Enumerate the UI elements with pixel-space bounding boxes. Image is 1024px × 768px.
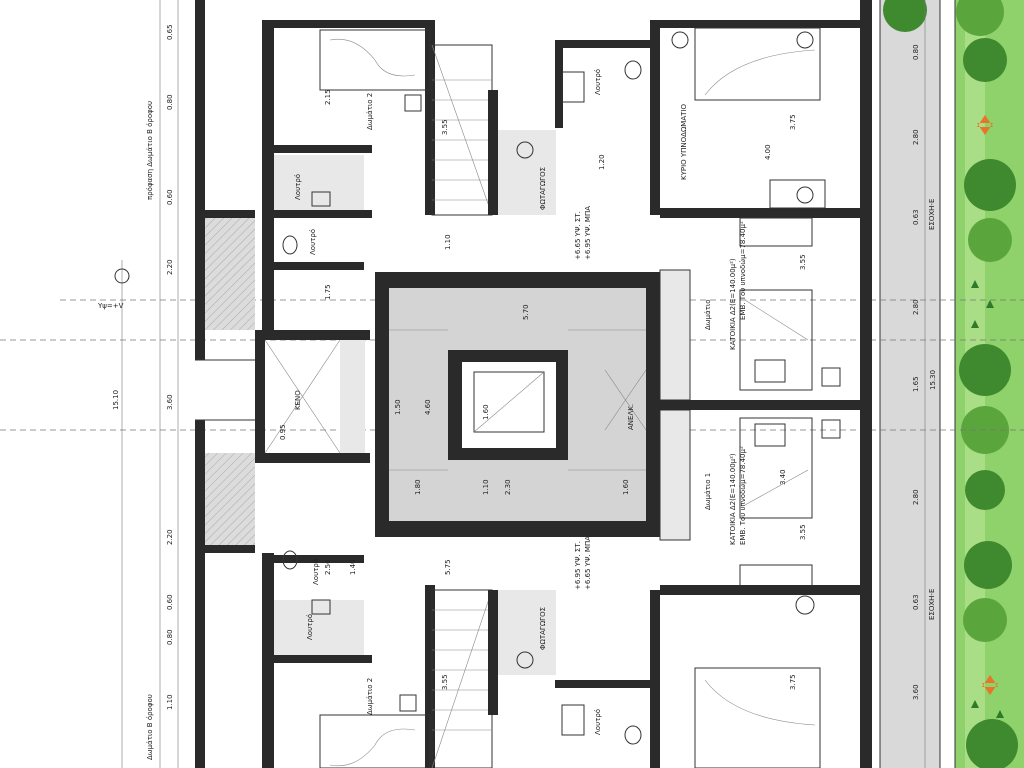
dim-label: 2.80 <box>912 489 920 505</box>
room-label-bath-bottom: Λουτρό <box>306 614 314 640</box>
side-label-top: πρόφαση Δωμάτιο Β όροφου <box>146 101 154 200</box>
room-label-bedroom2-bottom: Δωμάτιο 2 <box>366 678 374 715</box>
room-label-bath-top-right: Λουτρό <box>594 69 602 95</box>
dim-label: 3.60 <box>912 684 920 700</box>
dim-label: 1.60 <box>622 479 630 495</box>
dim-label: 4.60 <box>424 399 432 415</box>
dim-label: 3.75 <box>789 114 797 130</box>
room-label-bedroom2-top: Δωμάτιο 2 <box>366 93 374 130</box>
dim-label: 0.63 <box>912 594 920 610</box>
apt-sub-top: ΕΜΒ. Του υπνοδώμ=78.40μ² <box>739 221 747 320</box>
side-label-bottom: Δωμάτιο Β όροφου <box>146 694 154 760</box>
dim-label: 2.20 <box>166 259 174 275</box>
level-tag-top: +6.65 ΥΨ. ΣΤ. <box>574 211 582 260</box>
right-dimensions: 0.80 2.80 0.63 2.80 1.65 2.80 0.63 3.60 … <box>912 0 937 768</box>
dim-label: 2.80 <box>912 129 920 145</box>
dim-label: 1.60 <box>482 404 490 420</box>
dim-total-left: 15.10 <box>112 390 120 410</box>
room-label-wc-bottom: Λουτρό <box>312 559 320 585</box>
apt-label-top: ΚΑΤΟΙΚΙΑ Δ2(Ε=140.00μ²) <box>729 258 737 350</box>
apt-label-bottom: ΚΑΤΟΙΚΙΑ Δ2(Ε=140.00μ²) <box>729 453 737 545</box>
dim-label: 3.55 <box>441 674 449 690</box>
dim-label: 3.75 <box>789 674 797 690</box>
dim-label: 0.60 <box>166 189 174 205</box>
dim-label: 3.55 <box>799 524 807 540</box>
dim-label: 2.20 <box>166 529 174 545</box>
dim-label: 1.50 <box>394 399 402 415</box>
room-label-living-top: Δωμάτιο <box>704 299 712 330</box>
dim-label: 3.55 <box>799 254 807 270</box>
dim-label: 5.70 <box>522 304 530 320</box>
dim-label: 2.15 <box>324 89 332 105</box>
light-well-bottom: ΦΩΤΑΓΩΓΟΣ <box>539 607 547 650</box>
top-apartment: Δωμάτιο 2 2.15 Λουτρό Λουτρό 3.55 ΦΩΤΑΓΩ… <box>262 20 860 330</box>
level-tag-top-2: +6.95 ΥΨ. ΜΠΑ <box>584 206 592 260</box>
dim-label: 0.65 <box>166 24 174 40</box>
dim-label: 1.10 <box>482 479 490 495</box>
dim-label: 3.40 <box>779 469 787 485</box>
dim-label: 1.80 <box>414 479 422 495</box>
dim-label: 0.63 <box>912 209 920 225</box>
void-label: ΚΕΝΟ <box>294 390 302 410</box>
core: ΑΝΕΛΚ. 1.60 4.60 1.10 2.30 1.80 1.60 5.7… <box>375 272 660 537</box>
room-label-living-bottom: Δωμάτιο 1 <box>704 473 712 510</box>
axis-label: Υψ=+V <box>97 302 124 310</box>
level-tag-bottom: +6.95 ΥΨ. ΣΤ. <box>574 541 582 590</box>
room-label-wc-top: Λουτρό <box>309 229 317 255</box>
dim-label: 2.80 <box>912 299 920 315</box>
landscape-strip <box>879 0 1024 768</box>
light-well-top: ΦΩΤΑΓΩΓΟΣ <box>539 167 547 210</box>
elevator-label: ΑΝΕΛΚ. <box>627 404 635 430</box>
dim-label: 1.10 <box>166 694 174 710</box>
bottom-apartment: Λουτρό Δωμάτιο 2 Λουτρό 3.55 ΦΩΤΑΓΩΓΟΣ Λ… <box>262 550 860 768</box>
dim-label: 2.56 <box>324 559 332 575</box>
setback-bottom: ΕΣΟΧΗ-Ε <box>928 589 936 620</box>
dim-label: 0.80 <box>166 94 174 110</box>
dim-label: 1.40 <box>349 559 357 575</box>
dim-total-right: 15.30 <box>929 370 937 390</box>
dim-label: 1.75 <box>324 284 332 300</box>
setback-top: ΕΣΟΧΗ-Ε <box>928 199 936 230</box>
dim-label: 1.65 <box>912 376 920 392</box>
trees <box>883 0 1018 768</box>
dim-label: 0.80 <box>912 44 920 60</box>
room-label-bath-top: Λουτρό <box>294 174 302 200</box>
void-area: ΚΕΝΟ <box>195 330 370 463</box>
dim-label: 3.55 <box>441 119 449 135</box>
dim-label: 1.10 <box>444 234 452 250</box>
room-label-bath-bottom-right: Λουτρό <box>594 709 602 735</box>
apt-sub-bottom: ΕΜΒ. Του υπνοδώμ=78.40μ² <box>739 446 747 545</box>
dim-label: 5.75 <box>444 559 452 575</box>
level-tag-bottom-2: +6.65 ΥΨ. ΜΠΑ <box>584 536 592 590</box>
dim-label: 0.60 <box>166 594 174 610</box>
dim-label: 2.30 <box>504 479 512 495</box>
dim-label: 4.00 <box>764 144 772 160</box>
room-label-master: ΚΥΡΙΟ ΥΠΝΟΔΩΜΑΤΙΟ <box>680 104 688 180</box>
dim-label: 3.60 <box>166 394 174 410</box>
dim-label: 1.20 <box>598 154 606 170</box>
dim-label: 0.95 <box>279 424 287 440</box>
mid-right-rooms: ΚΑΤΟΙΚΙΑ Δ2(Ε=140.00μ²) ΕΜΒ. Του υπνοδώμ… <box>655 217 860 615</box>
dim-label: 0.80 <box>166 629 174 645</box>
